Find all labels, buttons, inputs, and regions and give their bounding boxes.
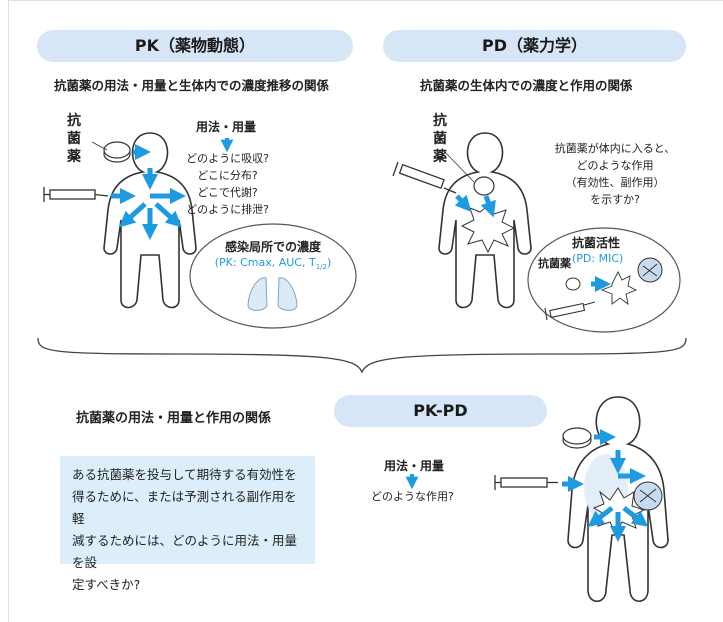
pk-title: PK（薬物動態） xyxy=(134,36,256,55)
pkpd-question-box: ある抗菌薬を投与して期待する有効性を 得るために、または予測される副作用を軽 減… xyxy=(60,456,315,592)
pk-site-params-text: (PK: Cmax, AUC, T xyxy=(214,256,316,269)
pkpd-title: PK-PD xyxy=(413,401,468,420)
pk-question: どのように排泄? xyxy=(186,203,269,216)
pk-drug-char: 菌 xyxy=(67,131,81,147)
pk-question: どこに分布? xyxy=(197,169,258,182)
pk-distribution-arrows xyxy=(111,143,186,240)
bacteria-icon xyxy=(637,257,663,283)
pd-small-syringe-icon xyxy=(544,301,596,321)
pd-activity-param: (PD: MIC) xyxy=(572,252,624,265)
pk-dosage-heading: 用法・用量 xyxy=(196,120,257,134)
pkpd-box-line: ある抗菌薬を投与して期待する有効性を xyxy=(72,467,297,482)
pk-site-params-sub: 1/2 xyxy=(315,263,327,272)
pkpd-effect: どのような作用? xyxy=(371,490,454,503)
pkpd-title-pill: PK-PD xyxy=(334,395,547,427)
pkpd-pill-icon xyxy=(562,427,592,449)
section-brace xyxy=(37,337,687,374)
pk-site-params: (PK: Cmax, AUC, T1/2) xyxy=(198,256,348,271)
pd-drug-char: 抗 xyxy=(433,113,447,129)
pd-drug-char: 菌 xyxy=(433,131,447,147)
pd-activity-drug: 抗菌薬 xyxy=(538,257,571,270)
pd-syringe-icon xyxy=(392,161,457,194)
pd-question-line: を示すか? xyxy=(590,193,640,206)
pkpd-arrows xyxy=(562,428,649,542)
pd-drug-label: 抗 菌 薬 xyxy=(433,112,447,166)
pk-site-title: 感染局所での濃度 xyxy=(224,240,321,254)
pd-pill-icon xyxy=(473,176,495,196)
pk-drug-label: 抗 菌 薬 xyxy=(67,112,81,166)
pk-infection-site-ellipse xyxy=(189,223,357,329)
pd-small-burst xyxy=(600,270,638,306)
pd-question-line: 抗菌薬が体内に入ると、 xyxy=(554,142,676,155)
pk-site-params-end: ) xyxy=(326,256,332,269)
pd-question-line: どのような作用 xyxy=(576,159,654,172)
pkpd-syringe-icon xyxy=(494,475,558,490)
pk-question: どこで代謝? xyxy=(197,186,258,199)
pd-activity-title: 抗菌活性 xyxy=(572,236,621,250)
pkpd-box-line: 定すべきか? xyxy=(72,577,141,592)
lungs-icon xyxy=(247,277,298,311)
pk-drug-char: 薬 xyxy=(67,149,81,165)
pkpd-box-line: 得るために、または予測される副作用を軽 xyxy=(72,489,297,526)
pd-question: 抗菌薬が体内に入ると、 どのような作用 （有効性、副作用） を示すか? xyxy=(540,140,690,208)
pd-subtitle: 抗菌薬の生体内での濃度と作用の関係 xyxy=(420,78,633,93)
pd-title-pill: PD（薬力学） xyxy=(383,30,686,62)
pd-action-arrows xyxy=(454,194,496,218)
pk-question: どのように吸収? xyxy=(186,152,269,165)
pd-title: PD（薬力学） xyxy=(481,36,587,55)
pd-question-line: （有効性、副作用） xyxy=(565,176,665,189)
pk-questions: どのように吸収? どこに分布? どこで代謝? どのように排泄? xyxy=(170,150,285,218)
pk-syringe-icon xyxy=(43,187,109,202)
pk-drug-char: 抗 xyxy=(67,113,81,129)
pk-title-pill: PK（薬物動態） xyxy=(37,30,353,62)
pkpd-heading: 抗菌薬の用法・用量と作用の関係 xyxy=(76,411,272,426)
pk-pill-icon xyxy=(103,141,131,163)
pkpd-box-line: 減するためには、どのように用法・用量を設 xyxy=(72,533,298,570)
pd-small-pill-icon xyxy=(565,277,581,291)
pd-drug-char: 薬 xyxy=(433,149,447,165)
diagram-frame xyxy=(8,0,723,622)
pkpd-bacteria-icon xyxy=(633,481,663,511)
pkpd-dosage: 用法・用量 xyxy=(384,459,445,473)
pk-subtitle: 抗菌薬の用法・用量と生体内での濃度推移の関係 xyxy=(54,78,330,93)
pd-burst xyxy=(460,203,516,254)
